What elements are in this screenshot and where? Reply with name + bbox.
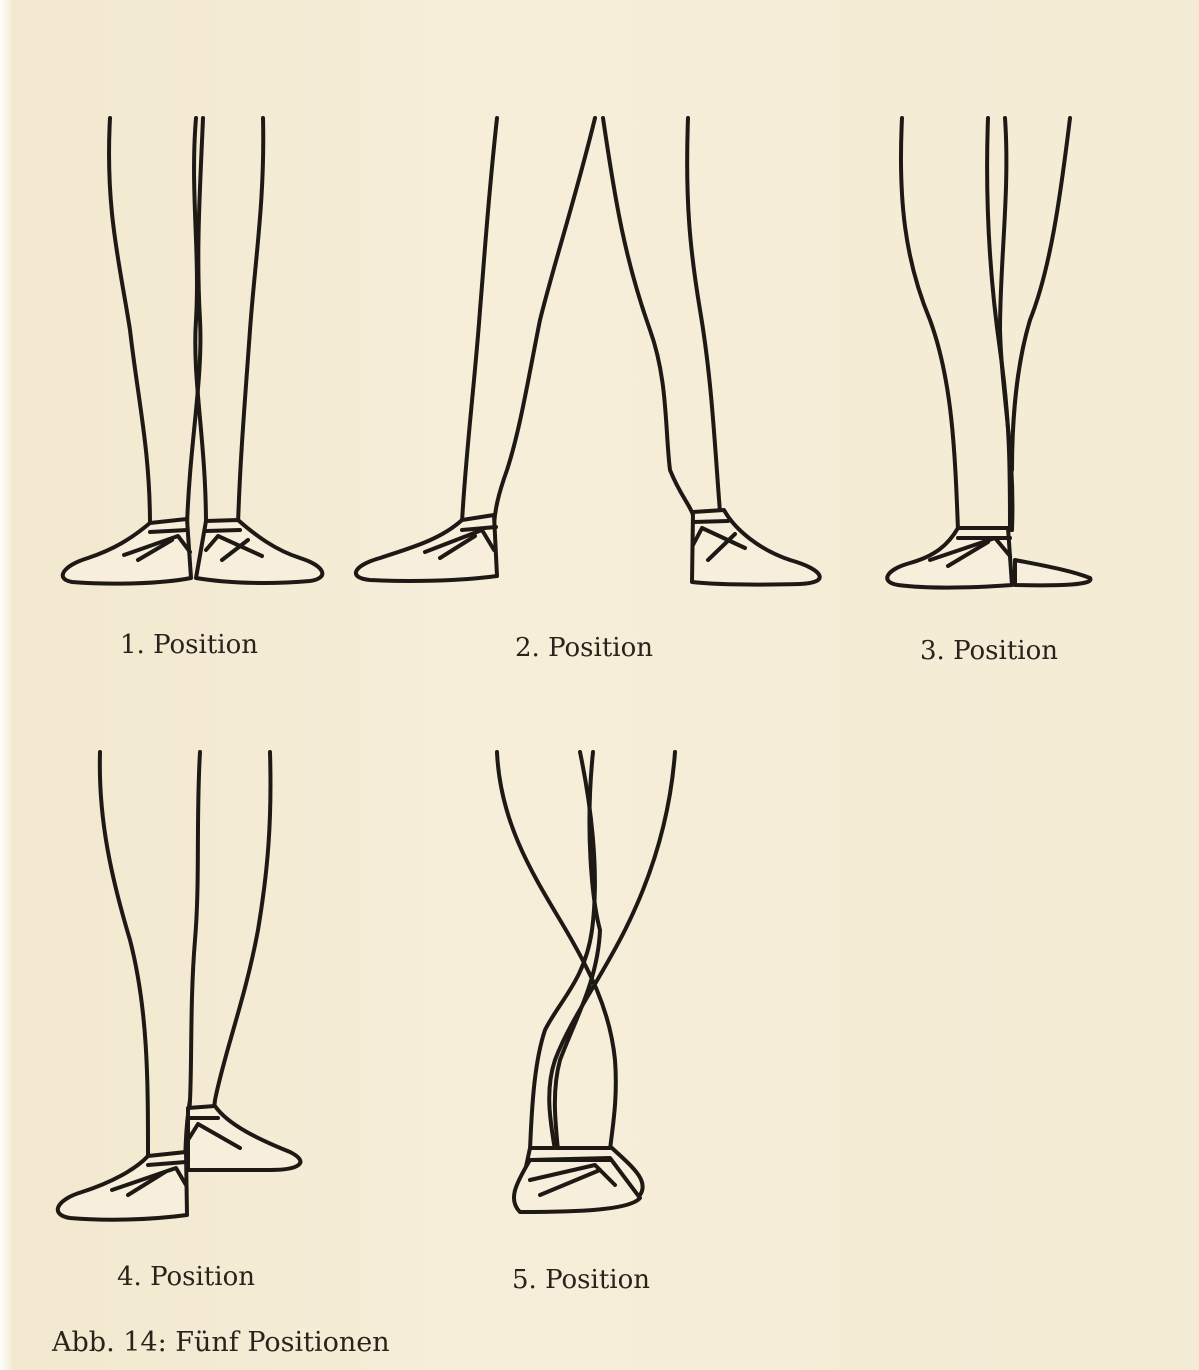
position-1-left-shoe	[63, 519, 191, 584]
figure-position-5	[497, 752, 675, 1212]
position-2-left-leg	[462, 118, 497, 522]
position-2-left-shoe	[356, 515, 497, 581]
figure-position-2	[356, 118, 820, 585]
position-2-left-leg-inner	[494, 118, 595, 525]
label-position-4: 4. Position	[117, 1262, 255, 1292]
position-3-right-leg	[1012, 118, 1070, 470]
position-1-left-leg	[109, 118, 150, 525]
figure-position-3	[887, 118, 1090, 588]
position-4-front-leg	[100, 752, 148, 1158]
position-3-rear-shoe	[1015, 560, 1090, 585]
label-position-1: 1. Position	[120, 630, 258, 660]
figure-position-4	[58, 752, 301, 1220]
position-1-right-leg	[238, 118, 263, 525]
figure-position-1	[63, 118, 323, 584]
label-position-5: 5. Position	[512, 1265, 650, 1295]
figure-caption: Abb. 14: Fünf Positionen	[52, 1327, 390, 1358]
position-4-back-leg-outer	[214, 752, 271, 1160]
label-position-2: 2. Position	[515, 633, 653, 663]
position-5-leg-d	[549, 752, 675, 1150]
label-position-3: 3. Position	[920, 636, 1058, 666]
position-3-left-leg	[901, 118, 958, 530]
position-4-back-shoe	[188, 1106, 300, 1170]
position-2-right-leg	[687, 118, 720, 512]
position-2-right-leg-inner	[603, 118, 693, 515]
position-5-leg-b	[530, 752, 595, 1150]
